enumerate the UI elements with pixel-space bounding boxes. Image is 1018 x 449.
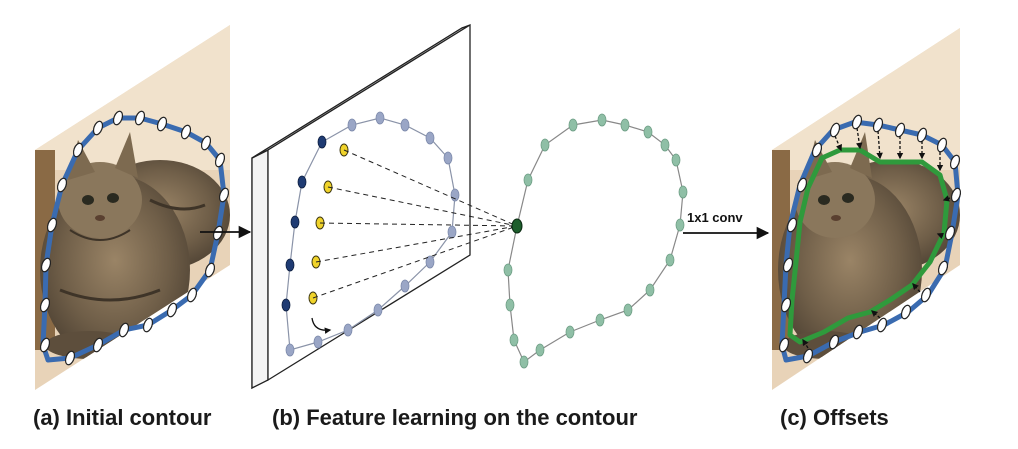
caption-feature-learning: (b) Feature learning on the contour <box>272 405 638 430</box>
initial-contour-vertices <box>39 110 230 366</box>
offset-arrow-icon <box>942 195 951 202</box>
offset-vertices <box>778 114 962 364</box>
contour-graph <box>503 113 688 369</box>
center-vertex <box>511 218 523 234</box>
offset-arrow-icon <box>912 283 921 293</box>
offset-arrow-icon <box>856 127 863 150</box>
offset-arrow-icon <box>876 130 883 160</box>
curved-arrow-icon <box>311 317 332 334</box>
conv-label: 1x1 conv <box>687 210 743 225</box>
graph-contour-line <box>507 119 684 363</box>
caption-offsets: (c) Offsets <box>780 405 889 430</box>
offset-arrow-icon <box>802 338 809 349</box>
panel-offsets <box>772 28 962 390</box>
dashed-connections <box>312 149 518 299</box>
feature-vertices <box>285 111 460 357</box>
offset-arrow-icon <box>834 135 842 152</box>
refined-contour-line <box>787 147 950 345</box>
panel-feature-learning <box>251 23 518 390</box>
offset-arrow-icon <box>936 232 945 239</box>
panel-initial-contour <box>35 25 230 390</box>
offset-arrow-icon <box>871 310 881 319</box>
caption-initial-contour: (a) Initial contour <box>33 405 212 430</box>
dark-neighbor-dots <box>281 135 327 312</box>
feature-map-slab <box>251 23 471 390</box>
offset-arrows <box>802 127 951 349</box>
graph-vertices <box>503 113 688 369</box>
